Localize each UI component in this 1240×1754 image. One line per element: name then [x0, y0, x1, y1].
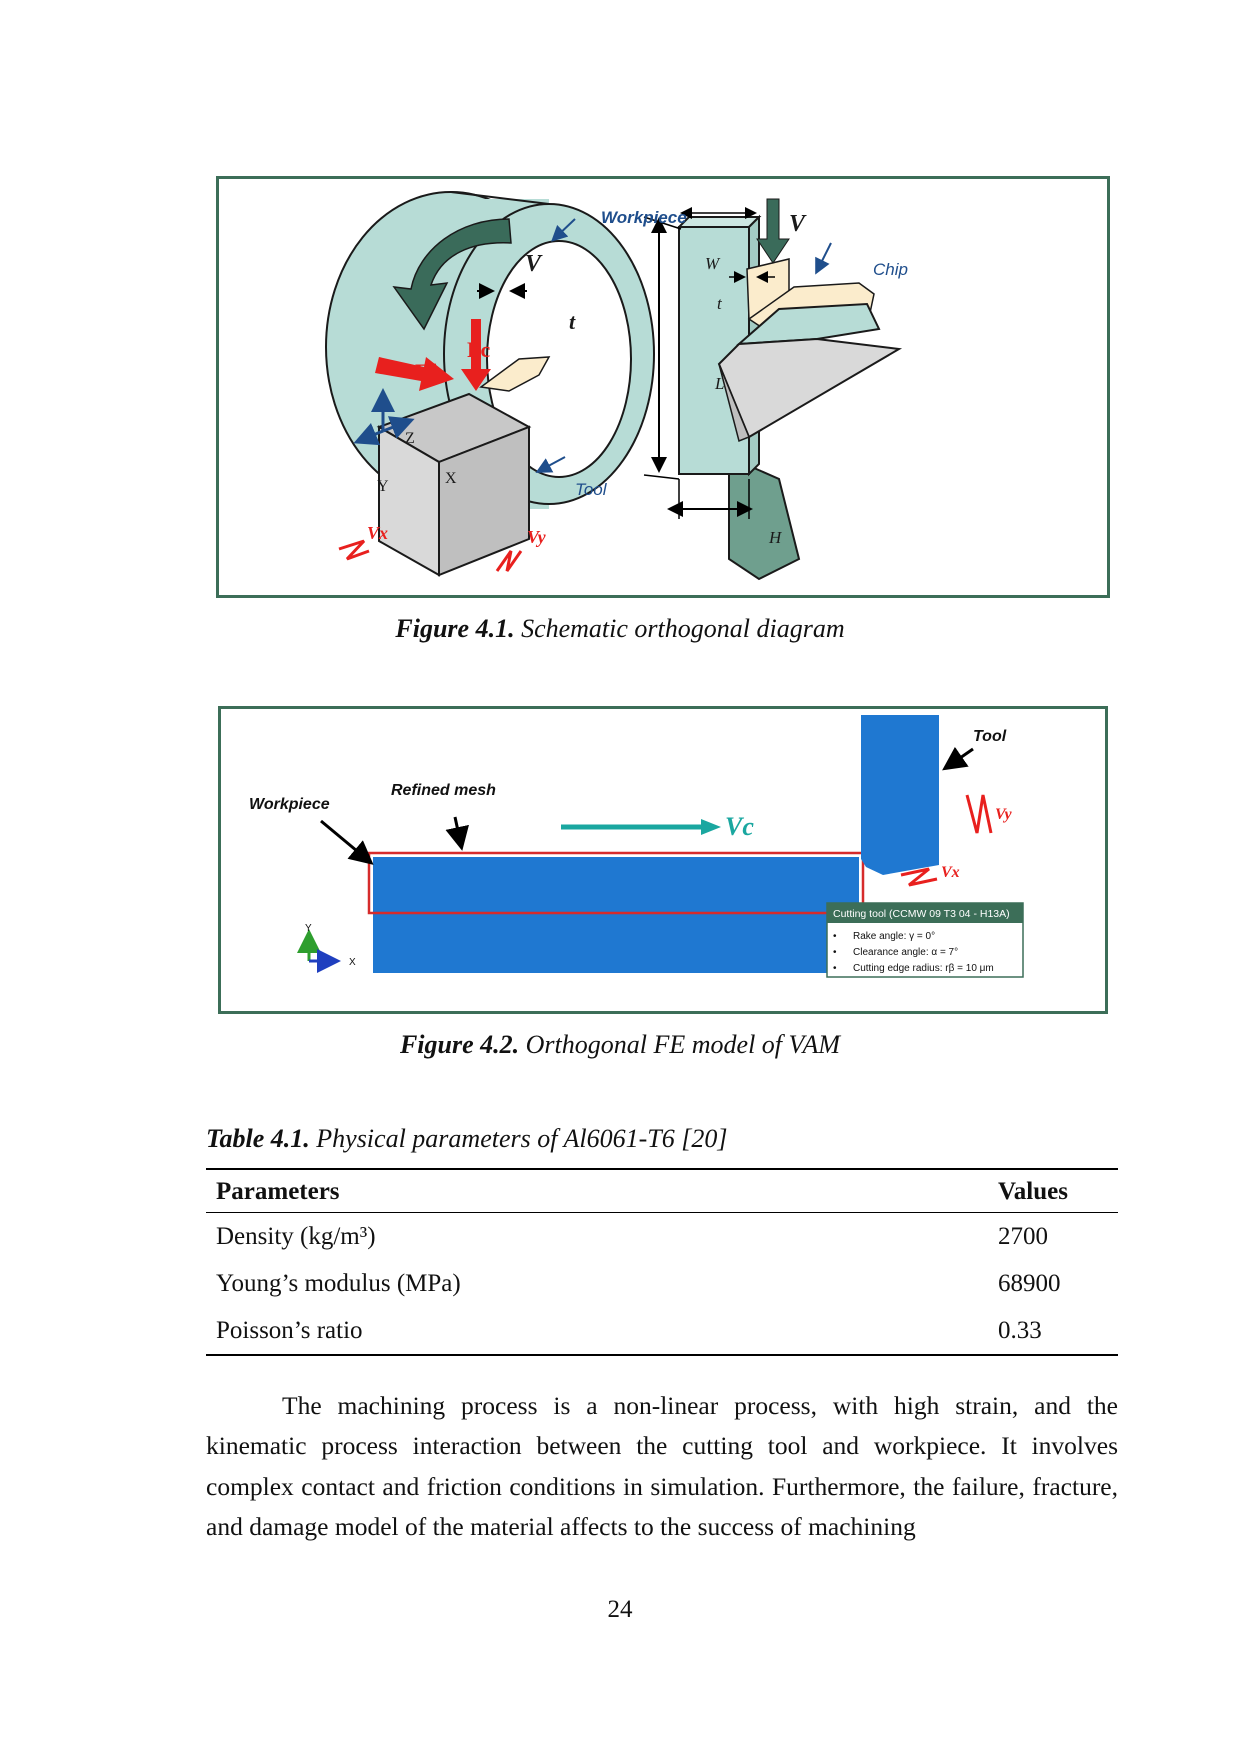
- fe-vy-label: Vy: [995, 806, 1012, 823]
- table-cell-parameter: Poisson’s ratio: [206, 1307, 988, 1356]
- tool-block: [376, 392, 532, 577]
- figure-1-diagram: Workpiece Tool Chip V t Fc Ff Z X Y Vx V…: [325, 191, 908, 581]
- fig1-z-label: Z: [405, 430, 415, 447]
- fe-tool: [861, 715, 939, 875]
- fig1-v-right-label: V: [789, 211, 807, 237]
- fe-workpiece-label: Workpiece: [249, 796, 330, 813]
- table-row: Poisson’s ratio 0.33: [206, 1307, 1118, 1356]
- tool-info-rake: Rake angle: γ = 0°: [853, 931, 935, 942]
- figure-1-frame: Workpiece Tool Chip V t Fc Ff Z X Y Vx V…: [216, 176, 1110, 598]
- fe-axis-y-label: Y: [305, 923, 312, 934]
- fig1-ff-label: Ff: [415, 359, 436, 384]
- fig1-chip-label: Chip: [873, 260, 908, 279]
- figure-2-caption-label: Figure 4.2.: [399, 1030, 520, 1059]
- fe-workpiece: [373, 857, 859, 973]
- body-paragraph: The machining process is a non-linear pr…: [206, 1390, 1118, 1542]
- fig1-t-left-label: t: [569, 309, 576, 334]
- figure-2-caption-text: Orthogonal FE model of VAM: [525, 1030, 841, 1059]
- figure-2-caption: Figure 4.2. Orthogonal FE model of VAM: [0, 1030, 1240, 1060]
- fe-vx-label: Vx: [941, 864, 960, 881]
- table-caption-text: Physical parameters of Al6061-T6 [20]: [316, 1124, 728, 1153]
- refined-mesh-box: [367, 851, 865, 915]
- fig1-t-right-label: t: [717, 294, 723, 313]
- parameters-table: Parameters Values Density (kg/m³) 2700 Y…: [206, 1168, 1118, 1356]
- table-cell-value: 68900: [998, 1269, 1061, 1297]
- table-row: Density (kg/m³) 2700: [206, 1213, 1118, 1261]
- ff-arrow: [375, 357, 454, 391]
- vy-zigzag: [495, 550, 523, 572]
- vy-zigzag-fe: [965, 794, 993, 834]
- vx-zigzag: [338, 539, 370, 561]
- fig1-x-label: X: [445, 470, 457, 487]
- fe-vc-label: Vc: [725, 812, 754, 841]
- figure-1-caption: Figure 4.1. Schematic orthogonal diagram: [0, 614, 1240, 644]
- fc-arrow: [461, 319, 491, 391]
- fig1-tool-label: Tool: [575, 480, 608, 499]
- table-header-parameters: Parameters: [206, 1169, 988, 1213]
- table-cell-parameter: Young’s modulus (MPa): [216, 1269, 461, 1297]
- tool-info-header: [827, 903, 1023, 923]
- table-header-values: Values: [988, 1169, 1118, 1213]
- page-number: 24: [607, 1596, 633, 1623]
- tool-info-clearance: Clearance angle: α = 7°: [853, 947, 958, 958]
- v-arrow-right: [756, 198, 790, 264]
- fig1-vx-label: Vx: [367, 523, 388, 543]
- figure-1-caption-label: Figure 4.1.: [395, 614, 515, 643]
- table-caption-label: Table 4.1.: [206, 1124, 310, 1153]
- figure-2-fe-model: Workpiece Refined mesh Vc Tool Vy Vx Y X…: [249, 715, 1024, 978]
- fig1-l-label: L: [714, 374, 724, 393]
- tool-info-edge-radius: Cutting edge radius: rβ = 10 μm: [853, 963, 994, 974]
- vx-zigzag-fe: [900, 867, 938, 887]
- rotation-arrow: [392, 218, 512, 331]
- table-row: Young’s modulus (MPa) 68900: [206, 1260, 1118, 1307]
- fe-axis-x-label: X: [349, 957, 356, 968]
- svg-text:•: •: [833, 931, 837, 942]
- fig1-vy-label: Vy: [527, 527, 547, 547]
- fig1-y-label: Y: [377, 478, 389, 495]
- fig1-fc-label: Fc: [467, 337, 490, 362]
- table-cell-value: 0.33: [988, 1307, 1118, 1356]
- fig1-w-label: W: [705, 254, 721, 273]
- table-cell-parameter: Density (kg/m³): [216, 1222, 376, 1250]
- fe-tool-label: Tool: [973, 728, 1007, 745]
- table-caption: Table 4.1. Physical parameters of Al6061…: [206, 1124, 727, 1154]
- figure-2-frame: Workpiece Refined mesh Vc Tool Vy Vx Y X…: [218, 706, 1108, 1014]
- figure-1-caption-text: Schematic orthogonal diagram: [521, 614, 845, 643]
- tool-info-title: Cutting tool (CCMW 09 T3 04 - H13A): [833, 908, 1010, 920]
- svg-text:•: •: [833, 947, 837, 958]
- fig1-v-left-label: V: [525, 251, 543, 277]
- fig1-workpiece-label: Workpiece: [601, 208, 687, 227]
- vc-arrow-head: [701, 819, 721, 835]
- chip-shape: [479, 356, 551, 392]
- fe-refined-mesh-label: Refined mesh: [391, 782, 496, 799]
- svg-text:•: •: [833, 963, 837, 974]
- fig1-h-label: H: [768, 528, 783, 547]
- axis-triad: [353, 388, 415, 446]
- table-cell-value: 2700: [998, 1222, 1048, 1250]
- table-header-row: Parameters Values: [206, 1169, 1118, 1213]
